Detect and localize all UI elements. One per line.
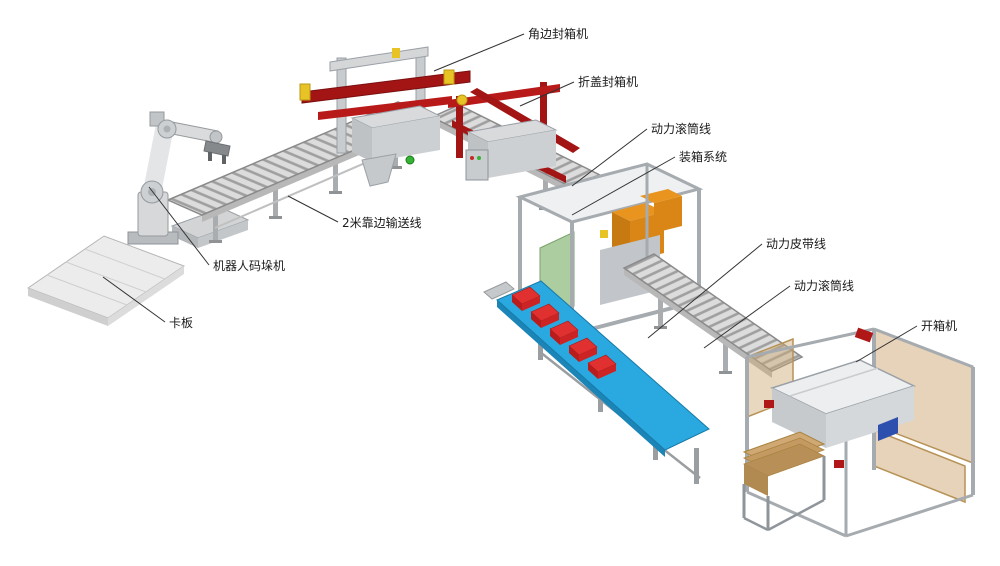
label-edge-conveyor: 2米靠边输送线 bbox=[342, 215, 422, 230]
label-belt-line: 动力皮带线 bbox=[766, 237, 826, 251]
leader-corner-sealer bbox=[433, 33, 525, 72]
tape-roll bbox=[456, 94, 468, 106]
leader-roller-line-upper bbox=[571, 128, 648, 187]
corner-sealer-machine bbox=[299, 46, 471, 187]
flap-sealer-machine bbox=[448, 82, 580, 183]
power-roller-conveyor-lower bbox=[622, 253, 804, 378]
labels: 角边封箱机 折盖封箱机 动力滚筒线 装箱系统 动力皮带线 动力滚筒线 开箱机 2… bbox=[169, 26, 957, 333]
label-flap-sealer: 折盖封箱机 bbox=[578, 74, 638, 89]
cardboard-magazine bbox=[742, 431, 826, 532]
leader-roller-line-lower bbox=[703, 285, 791, 349]
carton-erector-machine bbox=[742, 327, 975, 538]
label-robot-palletizer: 机器人码垛机 bbox=[213, 258, 285, 273]
label-carton-erector: 开箱机 bbox=[921, 318, 957, 333]
label-corner-sealer: 角边封箱机 bbox=[528, 26, 588, 41]
leader-pallet bbox=[102, 276, 166, 323]
label-roller-line-lower: 动力滚筒线 bbox=[794, 278, 854, 293]
label-case-packer: 装箱系统 bbox=[679, 149, 727, 164]
leader-robot-palletizer bbox=[148, 186, 210, 266]
leader-edge-conveyor bbox=[287, 195, 339, 223]
leader-carton-erector bbox=[855, 325, 918, 363]
leader-lines bbox=[102, 33, 918, 363]
leader-case-packer bbox=[571, 156, 676, 216]
pallet-board bbox=[26, 235, 186, 326]
label-roller-line-upper: 动力滚筒线 bbox=[651, 121, 711, 136]
label-pallet: 卡板 bbox=[169, 316, 193, 330]
leader-flap-sealer bbox=[519, 81, 575, 107]
start-indicator-light bbox=[405, 155, 415, 165]
leader-belt-line bbox=[647, 243, 763, 339]
belt-conveyor bbox=[483, 280, 710, 484]
red-cartons-on-belt bbox=[511, 286, 617, 379]
